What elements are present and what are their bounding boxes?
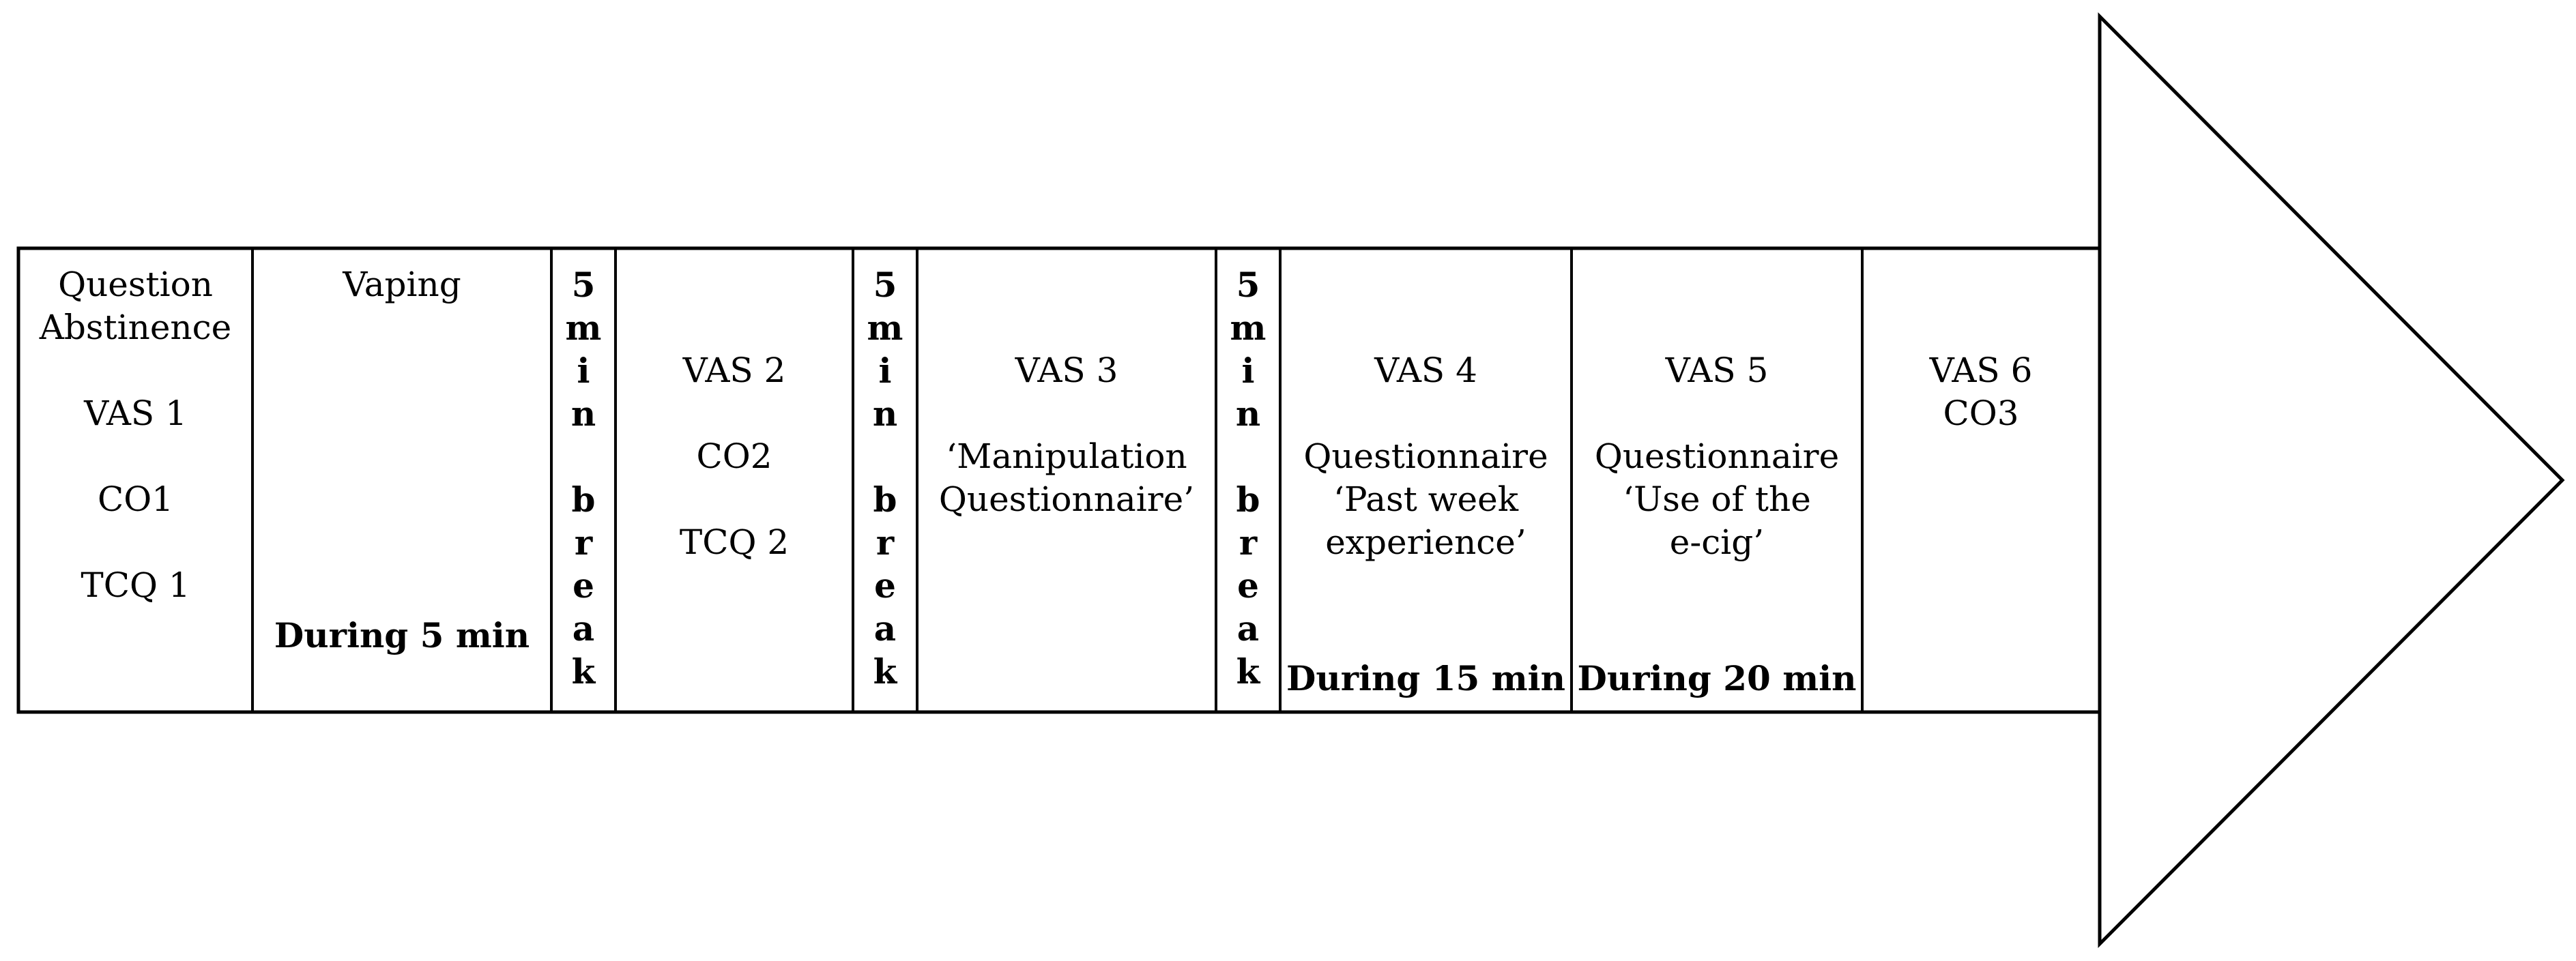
- step-line: Questionnaire’: [938, 479, 1195, 519]
- step-line: Questionnaire: [1594, 437, 1840, 476]
- step-line: CO3: [1943, 394, 2019, 433]
- break-letter: i: [878, 351, 892, 391]
- step-line: TCQ 2: [679, 522, 790, 562]
- break-letter: k: [571, 651, 596, 692]
- break-letter: n: [872, 394, 898, 434]
- break-letter: n: [1235, 394, 1261, 434]
- break-letter: i: [1241, 351, 1255, 391]
- break-letter: r: [1239, 522, 1258, 563]
- step-line: [18, 349, 252, 392]
- break-letter: a: [873, 608, 897, 649]
- step-line: VAS 2: [682, 351, 786, 390]
- step-line: [18, 435, 252, 478]
- step-text: Vaping: [252, 263, 551, 306]
- step-line: TCQ 1: [81, 565, 190, 605]
- step-duration: During 20 min: [1577, 658, 1857, 698]
- break-letter: [853, 435, 917, 478]
- step-line: [616, 478, 853, 521]
- step-line: [1280, 306, 1572, 349]
- break-letter: k: [873, 651, 897, 692]
- break-letter: m: [867, 308, 903, 348]
- break-letter: e: [874, 565, 896, 606]
- break-letter: e: [573, 565, 594, 606]
- step-line: Abstinence: [39, 308, 232, 347]
- step-line: [616, 263, 853, 306]
- step-line: Questionnaire: [1303, 437, 1548, 476]
- step-line: [1280, 392, 1572, 435]
- step-line: VAS 1: [84, 394, 187, 433]
- step-duration: During 15 min: [1286, 658, 1565, 698]
- step-line: experience’: [1325, 522, 1526, 562]
- break-letter: b: [873, 479, 897, 520]
- step-line: VAS 3: [1015, 351, 1118, 390]
- step-line: [18, 521, 252, 564]
- step-line: [917, 392, 1216, 435]
- step-vas6: VAS 6 CO3: [1862, 248, 2100, 712]
- step-line: [1862, 263, 2100, 306]
- break-letter: k: [1236, 651, 1260, 692]
- step-line: [917, 306, 1216, 349]
- step-line: ‘Use of the: [1623, 479, 1811, 519]
- step-line: [1572, 392, 1862, 435]
- step-line: e-cig’: [1669, 522, 1765, 562]
- step-line: [616, 392, 853, 435]
- step-duration: During 5 min: [274, 615, 530, 655]
- break-letter: a: [572, 608, 595, 649]
- step-dividers: [251, 248, 1864, 712]
- break-letter: 5: [571, 265, 596, 305]
- step-line: VAS 6: [1929, 351, 2033, 390]
- step-line: CO2: [696, 437, 772, 476]
- break-letter: i: [577, 351, 590, 391]
- break-letter: 5: [873, 265, 897, 305]
- break-letter: n: [570, 394, 596, 434]
- break-letter: m: [1230, 308, 1267, 348]
- arrow-shape: [16, 12, 2565, 949]
- step-line: [1280, 263, 1572, 306]
- break-letter: [1216, 435, 1280, 478]
- break-letter: a: [1236, 608, 1260, 649]
- step-line: [1862, 306, 2100, 349]
- step-line: ‘Past week: [1333, 479, 1519, 519]
- step-line: VAS 5: [1665, 351, 1769, 390]
- break-letter: r: [574, 522, 593, 563]
- break-letter: r: [875, 522, 895, 563]
- step-line: [616, 306, 853, 349]
- step-line: [1572, 263, 1862, 306]
- step-line: Vaping: [343, 265, 461, 304]
- break-letter: e: [1237, 565, 1259, 606]
- step-line: CO1: [97, 479, 174, 519]
- step-line: ‘Manipulation: [946, 437, 1187, 476]
- step-line: Question: [58, 265, 213, 304]
- break-letter: b: [1236, 479, 1260, 520]
- step-line: VAS 4: [1374, 351, 1477, 390]
- step-line: [917, 263, 1216, 306]
- break-letter: b: [571, 479, 596, 520]
- step-line: [1572, 306, 1862, 349]
- break-letter: m: [565, 308, 602, 348]
- break-letter: 5: [1236, 265, 1260, 305]
- step-text: VAS 6 CO3: [1862, 263, 2100, 435]
- break-letter: [551, 435, 616, 478]
